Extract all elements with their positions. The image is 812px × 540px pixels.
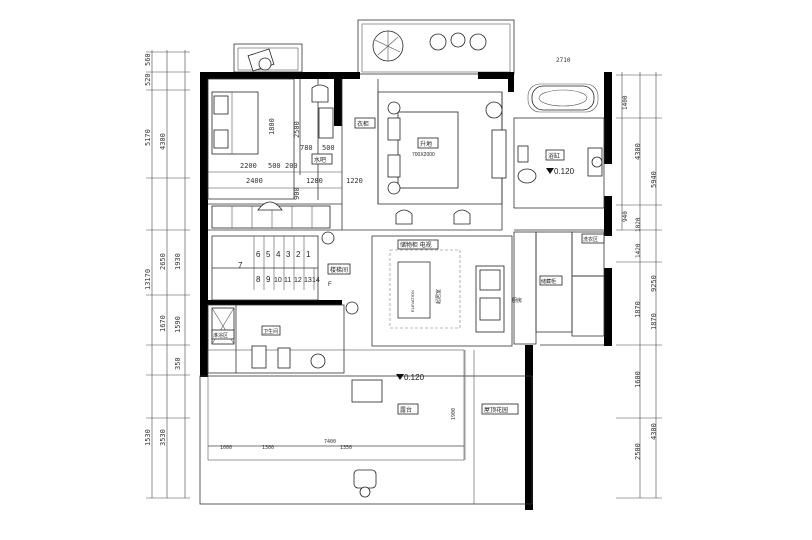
label-elev-terrace: 0.120 [404,373,425,382]
top-balcony-center [357,19,515,75]
dim-b-1220: 1220 [346,177,363,185]
label-utility: 洗衣区 [583,236,598,243]
master-chairs [395,101,507,225]
dim-left-12: 350 [174,357,182,370]
label-shengdi: 升地 [420,140,432,148]
stair-num-10: 10 [274,277,282,284]
sofa [475,265,505,333]
label-room-mid: 起居室 [435,289,442,304]
dim-left-9: 1670 [159,315,167,332]
bedroom-chairs [311,84,334,139]
dim-right-11: 1020 [635,217,642,232]
label-small: 储藏柜 [541,278,556,285]
stair-num-11: 11 [284,277,291,284]
dim-t-1300: 1300 [262,445,274,451]
dim-left-8: 2650 [159,253,167,270]
bedroom-dimensions: 2200 500 200 780 500 1800 2500 2400 1280… [208,57,571,200]
dim-t-1350: 1350 [340,445,352,451]
dim-right-6: 1870 [650,313,658,330]
dim-right-3: 5940 [650,171,658,188]
dim-left-10: 1930 [174,253,182,270]
label-stairs: 楼梯间 [330,266,348,274]
label-terrace: 露台 [400,406,412,414]
round-table [321,231,359,315]
label-kitchen: 厨房 [512,297,522,304]
dim-right-5: 1870 [634,301,642,318]
dim-t-1000: 1000 [220,445,232,451]
label-shuibu: 水吧 [314,156,326,164]
right-dimension-lines: 1400 4300 5940 9250 1870 1870 1600 2500 … [616,72,662,499]
dim-left-6: 3530 [159,429,167,446]
dim-b-500: 500 [268,162,281,170]
dim-b-1800: 1800 [268,118,276,135]
dim-right-1: 1400 [622,95,629,110]
dim-b-2200: 2200 [240,162,257,170]
stairs: 6 5 4 3 2 1 7 8 9 10 11 12 13 14 [238,236,320,290]
dim-left-11: 1590 [174,316,182,333]
dim-b-900: 900 [293,187,301,200]
stair-num-6: 6 [256,250,261,259]
left-dimension-lines: 560 520 5170 13170 1530 3530 4300 2650 1… [144,50,190,499]
dim-top-bath: 2710 [556,57,571,64]
stair-num-5: 5 [266,250,271,259]
dim-left-5: 1530 [144,429,152,446]
stair-num-8: 8 [256,275,261,284]
bath-fixtures [517,145,603,184]
stair-num-7: 7 [238,261,243,270]
wardrobe [211,201,331,229]
exterior-walls [200,72,612,510]
room-labels: 衣柜 水吧 升地 700X2000 浴缸 0.120 储物柜 电视 楼梯间 F … [211,117,605,415]
stair-num-9: 9 [266,275,271,284]
stair-num-3: 3 [286,250,291,259]
dim-t-7400: 7400 [324,439,336,445]
label-yigui: 衣柜 [357,120,369,128]
label-f: F [328,282,332,288]
dim-b-780: 780 [300,144,313,152]
dim-b-500b: 500 [322,144,335,152]
dim-left-7: 4300 [159,133,167,150]
label-yushi: 浴缸 [548,152,560,160]
dim-right-8: 2500 [634,443,642,460]
stair-num-2: 2 [296,250,301,259]
dim-b-2500: 2500 [293,121,301,138]
stair-num-14: 14 [312,277,320,284]
stair-num-1: 1 [306,250,311,259]
dim-t-1900: 1900 [451,408,457,420]
dim-left-2: 520 [144,73,152,86]
dim-left-4: 13170 [144,269,152,290]
label-small-bath: 淋浴区 [213,332,228,339]
dim-right-2: 4300 [634,143,642,160]
terrace-furniture [351,379,383,498]
label-terrace-right: 屋顶花园 [484,406,508,414]
label-toilet: 卫生间 [263,328,278,335]
bedroom-bed [211,91,259,155]
dim-left-1: 560 [144,53,152,66]
label-music: 储物柜 电视 [400,241,432,249]
dim-right-9: 4300 [650,423,658,440]
label-elev-bath: 0.120 [554,167,575,176]
dim-right-4: 9250 [650,275,658,292]
dim-right-10: 940 [622,211,629,222]
label-table: ELEVATION [410,290,415,312]
dim-left-3: 5170 [144,129,152,146]
dim-b-1280: 1280 [306,177,323,185]
stair-num-4: 4 [276,250,281,259]
master-bed [387,101,459,195]
stair-num-12: 12 [294,277,302,284]
bathtub [531,85,595,111]
stair-num-13: 13 [304,277,312,284]
top-balcony-left [233,43,303,73]
dim-right-12: 1420 [635,243,642,258]
dim-b-200: 200 [285,162,298,170]
dim-b-2400: 2400 [246,177,263,185]
dim-right-7: 1600 [634,371,642,388]
terrace-dimensions: 1000 1300 1350 7400 1900 [208,408,464,451]
label-bed-center: 700X2000 [412,152,435,158]
